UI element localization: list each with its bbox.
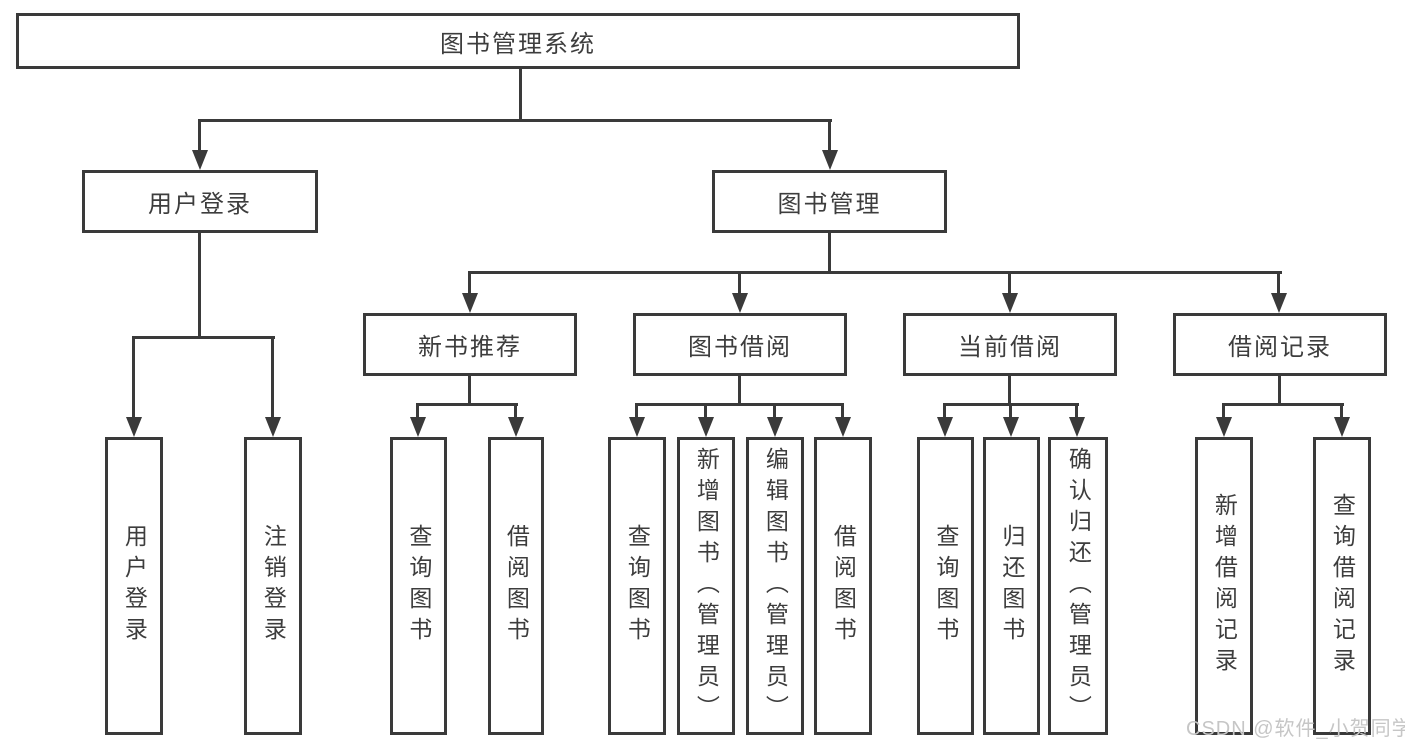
connector-line [198,119,201,152]
connector-line [636,403,844,406]
connector-line [514,403,517,419]
connector-line [468,271,471,295]
node-leaf-user-login: 用户登录 [105,437,163,735]
connector-line [704,403,707,419]
node-current-borrow-label: 当前借阅 [958,334,1062,361]
connector-line [1075,403,1078,419]
connector-line [1223,403,1344,406]
arrow-down-icon [265,417,281,437]
arrow-down-icon [1069,417,1085,437]
connector-line [199,119,832,122]
node-leaf-cb-confirm-return: 确认归还（管理员） [1048,437,1108,735]
connector-line [841,403,844,419]
node-leaf-rec-query-book-label: 查询图书 [405,524,432,648]
arrow-down-icon [1002,293,1018,313]
node-root: 图书管理系统 [16,13,1020,69]
connector-line [469,271,1282,274]
node-leaf-br-add-record: 新增借阅记录 [1195,437,1253,735]
connector-line [519,69,522,122]
node-leaf-bb-edit-book: 编辑图书（管理员） [746,437,804,735]
connector-line [943,403,946,419]
node-leaf-cb-query-book-label: 查询图书 [932,524,959,648]
node-leaf-rec-query-book: 查询图书 [390,437,447,735]
node-leaf-cb-return-book-label: 归还图书 [998,524,1025,648]
arrow-down-icon [732,293,748,313]
connector-line [1278,376,1281,406]
connector-line [1340,403,1343,419]
arrow-down-icon [822,150,838,170]
connector-line [828,119,831,152]
connector-line [738,376,741,406]
connector-line [132,336,135,419]
arrow-down-icon [698,417,714,437]
node-leaf-br-add-record-label: 新增借阅记录 [1211,493,1238,679]
node-user-login: 用户登录 [82,170,318,233]
connector-line [1009,403,1012,419]
node-leaf-bb-add-book-label: 新增图书（管理员） [693,446,720,726]
node-book-borrow: 图书借阅 [633,313,847,376]
node-book-mgmt: 图书管理 [712,170,947,233]
arrow-down-icon [462,293,478,313]
connector-line [1008,271,1011,295]
node-borrow-record-label: 借阅记录 [1228,334,1332,361]
node-leaf-cb-query-book: 查询图书 [917,437,974,735]
node-leaf-cb-confirm-return-label: 确认归还（管理员） [1065,446,1092,726]
connector-line [828,233,831,274]
node-leaf-bb-query-book-label: 查询图书 [624,524,651,648]
connector-line [1008,376,1011,406]
node-leaf-bb-borrow-book-label: 借阅图书 [830,524,857,648]
node-leaf-bb-borrow-book: 借阅图书 [814,437,872,735]
connector-line [198,233,201,339]
connector-line [271,336,274,419]
connector-line [1277,271,1280,295]
node-leaf-br-query-record: 查询借阅记录 [1313,437,1371,735]
node-book-borrow-label: 图书借阅 [688,334,792,361]
arrow-down-icon [1003,417,1019,437]
connector-line [417,403,518,406]
node-leaf-logout-label: 注销登录 [260,524,287,648]
node-book-mgmt-label: 图书管理 [777,191,882,218]
arrow-down-icon [835,417,851,437]
node-root-label: 图书管理系统 [440,30,596,58]
arrow-down-icon [1216,417,1232,437]
connector-line [773,403,776,419]
arrow-down-icon [410,417,426,437]
connector-line [635,403,638,419]
node-leaf-rec-borrow-book: 借阅图书 [488,437,544,735]
node-leaf-br-query-record-label: 查询借阅记录 [1329,493,1356,679]
connector-line [738,271,741,295]
node-user-login-label: 用户登录 [148,191,252,218]
node-leaf-user-login-label: 用户登录 [121,524,148,648]
arrow-down-icon [192,150,208,170]
node-leaf-logout: 注销登录 [244,437,302,735]
node-leaf-rec-borrow-book-label: 借阅图书 [503,524,530,648]
node-leaf-bb-query-book: 查询图书 [608,437,666,735]
connector-line [133,336,275,339]
arrow-down-icon [937,417,953,437]
arrow-down-icon [1271,293,1287,313]
arrow-down-icon [126,417,142,437]
node-new-book-rec-label: 新书推荐 [418,334,522,361]
connector-line [468,376,471,406]
csdn-watermark: CSDN @软件_小贺同学 [1186,718,1405,740]
arrow-down-icon [1334,417,1350,437]
node-new-book-rec: 新书推荐 [363,313,577,376]
node-leaf-cb-return-book: 归还图书 [983,437,1040,735]
node-borrow-record: 借阅记录 [1173,313,1387,376]
connector-line [416,403,419,419]
node-leaf-bb-edit-book-label: 编辑图书（管理员） [762,446,789,726]
node-current-borrow: 当前借阅 [903,313,1117,376]
arrow-down-icon [508,417,524,437]
node-leaf-bb-add-book: 新增图书（管理员） [677,437,735,735]
arrow-down-icon [629,417,645,437]
arrow-down-icon [767,417,783,437]
connector-line [1222,403,1225,419]
